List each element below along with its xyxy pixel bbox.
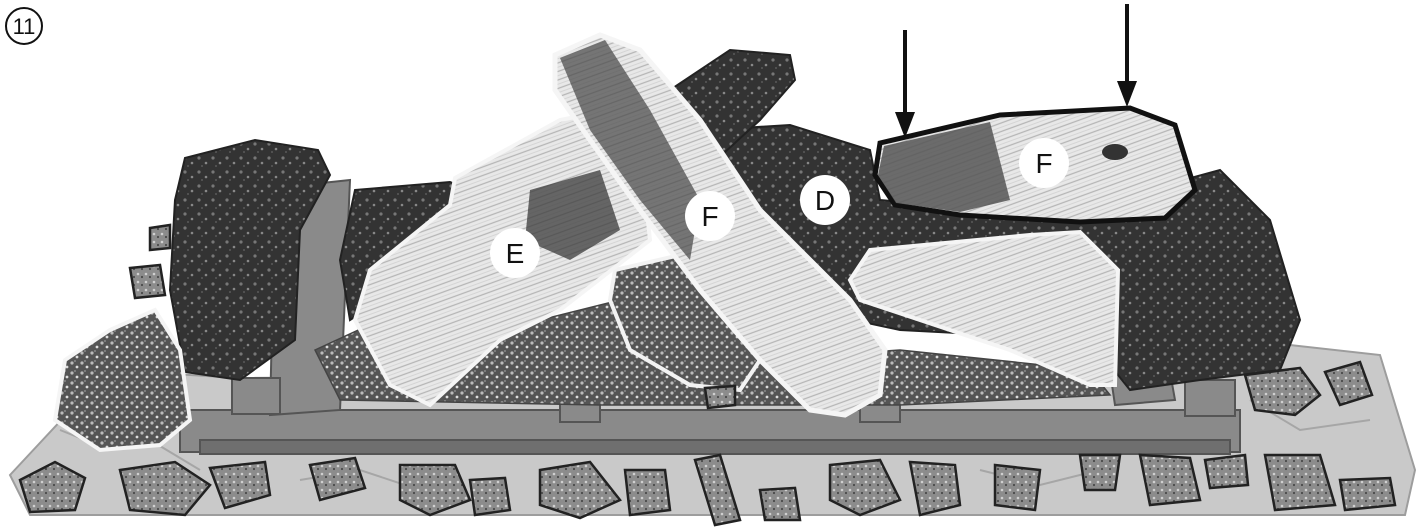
log-F-right-char xyxy=(878,122,1010,212)
stone xyxy=(1140,455,1200,505)
arrow-left xyxy=(895,30,915,138)
stone xyxy=(760,488,800,520)
stone xyxy=(1340,478,1395,510)
label-F-right: F xyxy=(1019,138,1069,188)
stone xyxy=(1205,455,1248,488)
label-F-right-text: F xyxy=(1035,148,1052,179)
label-D-text: D xyxy=(815,185,835,216)
stone xyxy=(910,462,960,515)
left-ember-chunk xyxy=(55,310,190,450)
stone xyxy=(1080,455,1120,490)
arrow-right xyxy=(1117,4,1137,107)
label-F-center-text: F xyxy=(701,201,718,232)
label-E-text: E xyxy=(506,238,525,269)
log-F-right-knot xyxy=(1102,144,1128,160)
stone xyxy=(470,478,510,515)
step-number: 11 xyxy=(13,14,36,39)
step-number-badge: 11 xyxy=(6,8,42,44)
stone xyxy=(150,225,170,250)
label-F-center: F xyxy=(685,191,735,241)
stone xyxy=(130,265,165,298)
stone xyxy=(705,386,735,408)
label-E: E xyxy=(490,228,540,278)
label-D: D xyxy=(800,175,850,225)
stone xyxy=(995,465,1040,510)
stone xyxy=(625,470,670,515)
